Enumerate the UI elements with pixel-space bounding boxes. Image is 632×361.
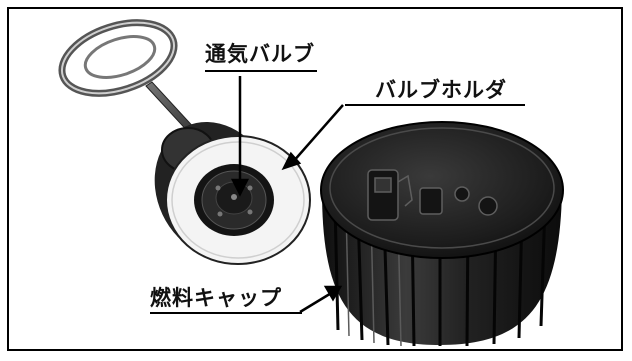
fuel-pump-emblem — [367, 169, 498, 221]
fuel-cap-label: 燃料キャップ — [150, 286, 282, 310]
fuel-cap-drawing — [320, 121, 564, 347]
valve-holder-underline — [345, 104, 525, 106]
valve-holder — [154, 121, 311, 265]
retainer-ring — [58, 19, 178, 97]
fuel-cap-underline — [150, 312, 302, 314]
valve-holder-label: バルブホルダ — [375, 78, 507, 102]
vent-valve-underline — [205, 70, 317, 72]
leader-lines — [230, 76, 344, 314]
vent-valve-label: 通気バルブ — [205, 42, 315, 66]
